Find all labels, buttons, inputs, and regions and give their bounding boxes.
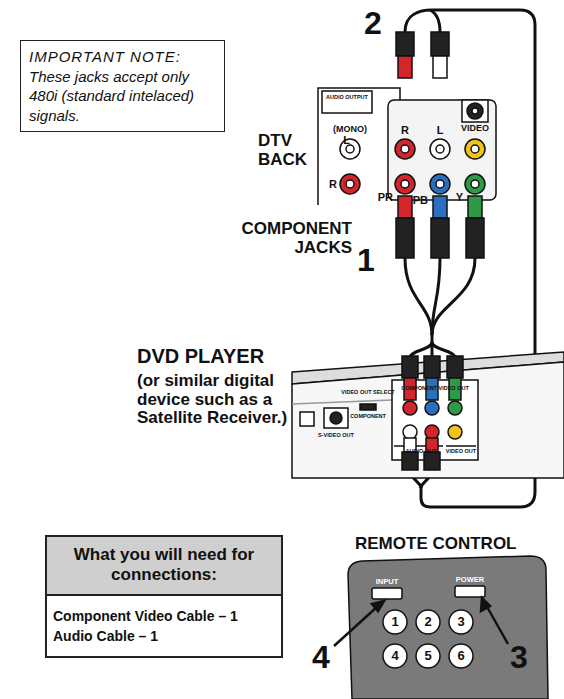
device-label: DTV BACK [258,132,318,169]
panel-label: VIDEO OUT SELECT [341,389,394,395]
dvd-player [292,352,564,478]
button-number: 6 [457,649,464,663]
rca-plugs [396,32,484,258]
button-label: INPUT [376,578,399,586]
dtv-back-panel [318,88,496,205]
supply-list: Component Video Cable – 1 Audio Cable – … [47,596,266,657]
part-label: COMPONENT JACKS [237,220,352,257]
panel-label: VIDEO OUT [446,448,476,454]
supply-heading: What you will need for connections: [47,537,281,596]
callout-number: 2 [364,6,382,41]
jack-label: PB [413,194,428,206]
callout-number: 1 [357,243,375,278]
rca-jacks [340,100,488,194]
button-number: 3 [457,615,464,629]
panel-label: COMPONENT [350,413,386,419]
device-note: (or similar digital device such as a Sat… [137,372,289,428]
jack-label: PR [378,191,393,203]
jack-label: L [437,124,444,136]
panel-label: COMPONENT VIDEO OUT [401,385,469,391]
remote-control [348,556,548,699]
device-label: DVD PLAYER [137,345,264,367]
note-body: These jacks accept only 480i (standard i… [29,67,216,126]
section-title: REMOTE CONTROL [355,535,517,554]
jack-label: (MONO) [333,125,367,135]
component-cable [405,258,475,358]
panel-label: S-VIDEO OUT [318,432,354,438]
jack-label: Y [456,191,463,203]
callout-number: 3 [510,640,528,675]
jack-label: L [343,134,350,146]
jack-label: VIDEO [461,124,489,134]
button-label: POWER [456,576,484,584]
jack-label: R [401,124,409,136]
supply-box: What you will need for connections:Compo… [45,535,283,658]
panel-label: AUDIO OUTPUT [325,94,369,100]
button-number: 5 [424,649,431,663]
jack-label: R [329,178,337,190]
button-number: 1 [391,615,398,629]
leader-line [334,598,508,646]
callout-number: 4 [312,640,330,675]
panel-label: AUDIO OUT [406,448,437,454]
note-heading: IMPORTANT NOTE: [29,47,216,67]
button-number: 2 [424,615,431,629]
note-box: IMPORTANT NOTE:These jacks accept only 4… [20,40,225,132]
button-number: 4 [391,649,398,663]
